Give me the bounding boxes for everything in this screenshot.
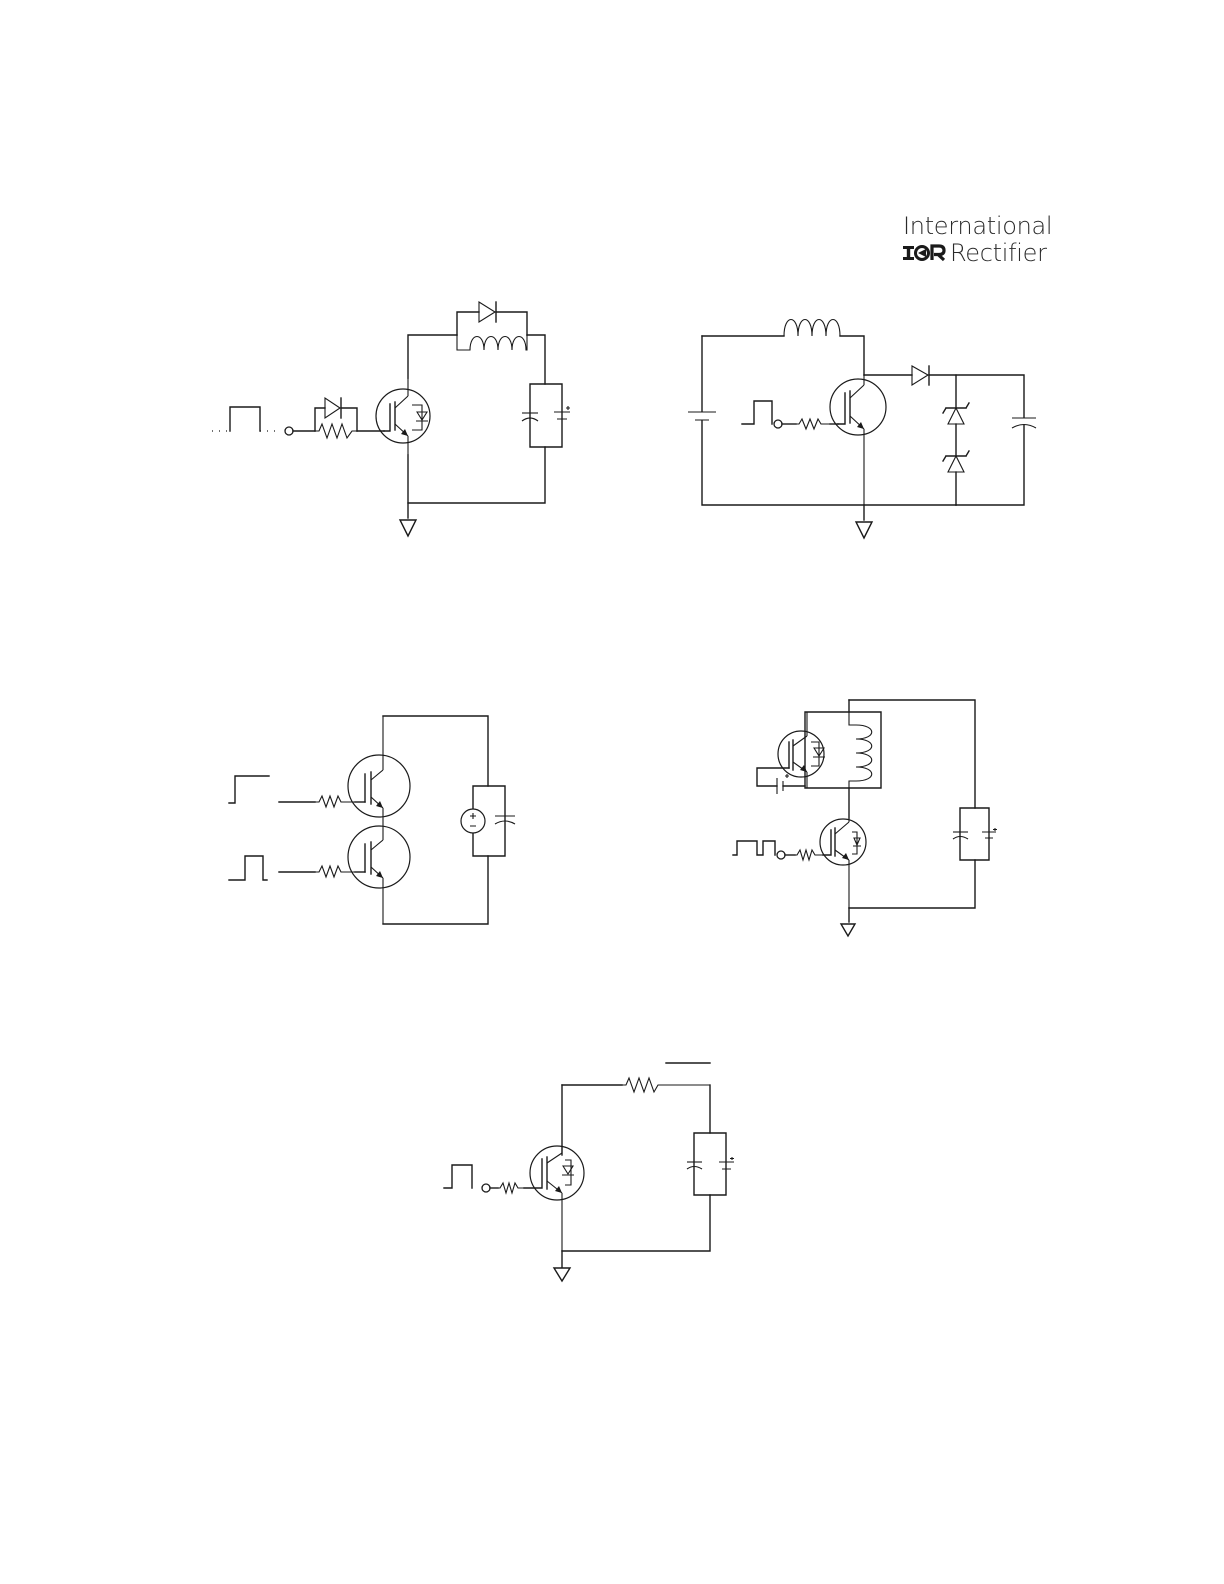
capacitor-icon — [522, 413, 538, 421]
capacitor-icon — [495, 816, 515, 824]
gate-resistor-icon — [796, 419, 830, 429]
capacitor-icon — [687, 1162, 702, 1169]
current-source-icon — [461, 809, 485, 833]
company-logo: International Rectifier — [898, 212, 1053, 270]
igbt-with-diode-icon — [524, 1145, 584, 1251]
dc-supply-icon — [554, 406, 570, 419]
ground-icon — [841, 924, 855, 936]
gate-resistor-icon — [315, 866, 355, 877]
igbt-with-diode-icon — [820, 818, 866, 908]
circuit-fig-b — [680, 305, 1040, 545]
ground-icon — [400, 520, 416, 536]
ior-logo-mark-icon — [903, 244, 946, 262]
gate-resistor-icon — [498, 1183, 524, 1193]
igbt-icon — [830, 375, 886, 505]
inductor-icon — [457, 335, 527, 350]
circuit-fig-e — [430, 1055, 750, 1285]
igbt-icon — [348, 716, 410, 826]
inductor-icon — [784, 320, 840, 337]
pulse-source-icon — [742, 401, 772, 424]
input-terminal — [774, 420, 782, 428]
pulse-source-icon — [444, 1165, 472, 1188]
input-terminal — [777, 851, 785, 859]
igbt-with-diode-icon — [778, 712, 825, 788]
gate-bias-battery-icon — [777, 774, 789, 794]
logo-text-rectifier: Rectifier — [950, 239, 1047, 267]
step-source-icon — [229, 776, 269, 803]
circuit-fig-d — [725, 690, 1015, 940]
dc-supply-icon — [982, 828, 997, 838]
inductor-icon — [849, 712, 872, 788]
input-terminal — [285, 427, 293, 435]
igbt-icon — [348, 826, 410, 924]
dc-source-icon — [688, 412, 716, 420]
circuit-fig-c — [215, 700, 535, 940]
logo-row: Rectifier — [903, 240, 1047, 266]
circuit-fig-a — [200, 290, 600, 550]
pulse-train-source-icon — [733, 841, 775, 855]
pulse-source-icon — [212, 407, 280, 431]
gate-resistor-icon — [795, 850, 823, 860]
load-diode-icon — [457, 302, 527, 335]
dc-supply-icon — [719, 1157, 734, 1169]
ground-icon — [856, 522, 872, 538]
igbt-with-diode-icon — [376, 378, 430, 455]
gate-resistor-icon — [315, 424, 357, 438]
logo-text-international: International — [903, 212, 1053, 240]
gate-diode-icon — [315, 398, 357, 431]
load-resistor-icon — [622, 1078, 710, 1092]
pulse-source-icon — [229, 856, 267, 880]
diode-icon — [912, 366, 929, 385]
ground-icon — [554, 1268, 570, 1281]
input-terminal — [482, 1184, 490, 1192]
gate-resistor-icon — [315, 796, 355, 807]
capacitor-icon — [953, 832, 968, 839]
